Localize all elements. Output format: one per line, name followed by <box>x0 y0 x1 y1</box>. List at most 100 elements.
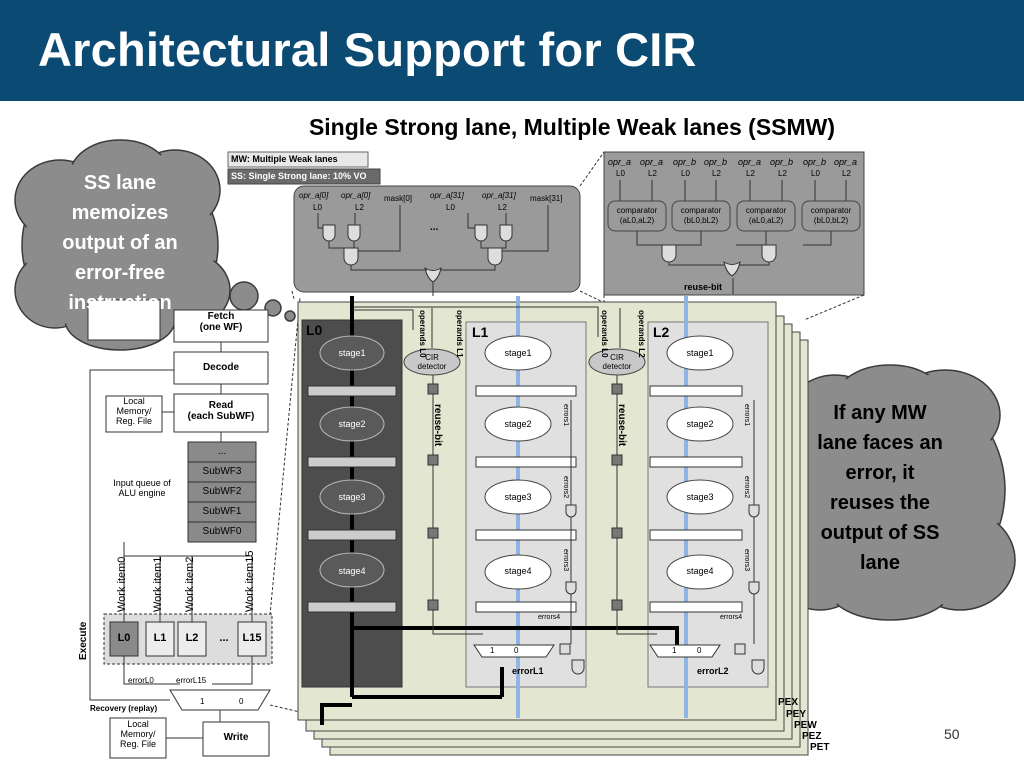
comparator-args-2: (aL0,aL2) <box>748 216 784 225</box>
legend-mw: MW: Multiple Weak lanes <box>231 154 338 164</box>
cmp-input-5: opr_b <box>770 157 794 167</box>
cmp-input-4: opr_a <box>738 157 762 167</box>
cmp-input-1: opr_a <box>640 157 664 167</box>
work-item-1: Work item1 <box>152 556 164 612</box>
comparator-1: comparator <box>680 206 722 215</box>
comparator-args-0: (aL0,aL2) <box>619 216 655 225</box>
error-l1-label: errorL1 <box>512 666 544 676</box>
pe-label-3: PEZ <box>802 731 822 742</box>
execute-label: Execute <box>78 621 89 660</box>
local-memory-top: Local Memory/ Reg. File <box>115 396 152 426</box>
ss-stage-clouds <box>319 335 385 588</box>
stage-0-2: stage3 <box>338 492 366 502</box>
fetch-label: Fetch (one WF) <box>199 311 243 333</box>
cmp-input-0: opr_a <box>608 157 632 167</box>
cmp-lane-3: L2 <box>712 169 721 178</box>
mask-ellipsis: ... <box>430 222 439 233</box>
cmp-input-6: opr_b <box>803 157 827 167</box>
mask-lane-0: L0 <box>313 203 322 212</box>
recovery-mux-0: 0 <box>239 697 244 706</box>
operands-3: operands L2 <box>637 310 646 358</box>
cmp-lane-2: L0 <box>681 169 690 178</box>
work-item-0: Work item0 <box>116 556 128 612</box>
slide-title: Architectural Support for CIR <box>38 23 697 76</box>
stage-2-3: stage4 <box>686 566 714 576</box>
mask-opr-a31-l2: opr_a[31] <box>482 191 516 200</box>
read-stage: Read (each SubWF) <box>187 400 255 422</box>
error-l2-label: errorL2 <box>697 666 729 676</box>
error-l2-s3: errors4 <box>720 614 743 621</box>
mask-lane-2: L0 <box>446 203 455 212</box>
error-l2-s1: errors2 <box>743 476 750 499</box>
subwf-0: ... <box>217 446 227 457</box>
left-callout: SS lane memoizes output of an error-free… <box>62 172 178 314</box>
decode-stage: Decode <box>202 362 240 373</box>
pe-label-4: PET <box>810 742 830 753</box>
work-item-3: Work item15 <box>244 550 256 612</box>
pe-label-2: PEW <box>794 720 817 731</box>
stage-2-1: stage2 <box>686 419 714 429</box>
comparator-0: comparator <box>616 206 658 215</box>
cmp-input-3: opr_b <box>704 157 728 167</box>
cmp-lane-4: L2 <box>746 169 755 178</box>
pe-lane-l0: L0 <box>306 322 323 338</box>
pe-label-0: PEX <box>778 697 799 708</box>
cmp-input-2: opr_b <box>673 157 697 167</box>
stage-2-2: stage3 <box>686 492 714 502</box>
stage-2-0: stage1 <box>686 348 714 358</box>
mask-opr-a31-l0: opr_a[31] <box>430 191 464 200</box>
mask-0: mask[0] <box>384 194 413 203</box>
cmp-lane-6: L0 <box>811 169 820 178</box>
reuse-bit-l2: reuse-bit <box>616 404 627 447</box>
input-queue-label: Input queue of ALU engine <box>113 478 171 498</box>
recovery-label: Recovery (replay) <box>90 704 158 713</box>
comparator-panel <box>579 151 865 321</box>
mux-l2-0: 0 <box>697 646 702 655</box>
write-stage: Write <box>223 732 249 743</box>
exec-lane-4: L15 <box>242 632 262 644</box>
error-l1-s3: errors4 <box>538 614 561 621</box>
slide-number: 50 <box>944 726 960 742</box>
mask-panel <box>291 185 641 321</box>
right-callout: If any MW lane faces an error, it reuses… <box>817 402 943 574</box>
pe-label-1: PEY <box>786 709 807 720</box>
cir-detector-l1: CIR detector <box>417 353 447 371</box>
mux-l1-0: 0 <box>514 646 519 655</box>
cir-detector-l2: CIR detector <box>602 353 632 371</box>
exec-lane-2: L2 <box>185 632 199 644</box>
stage-1-2: stage3 <box>504 492 532 502</box>
mux-l1-1: 1 <box>490 646 495 655</box>
stage-0-0: stage1 <box>338 348 366 358</box>
pe-lane-l2: L2 <box>653 324 670 340</box>
operands-2: operands L0 <box>600 310 609 358</box>
mask-lane-1: L2 <box>355 203 364 212</box>
reuse-bit-l1: reuse-bit <box>432 404 443 447</box>
recovery-mux-1: 1 <box>200 697 205 706</box>
stage-0-3: stage4 <box>338 566 366 576</box>
stage-1-1: stage2 <box>504 419 532 429</box>
operands-0: operands L0 <box>418 310 427 358</box>
exec-lane-1: L1 <box>153 632 167 644</box>
error-l0-label: errorL0 <box>128 676 154 685</box>
comparator-args-1: (bL0,bL2) <box>683 216 719 225</box>
exec-lane-3: ... <box>219 632 229 644</box>
reuse-bit-output: reuse-bit <box>684 282 723 292</box>
mask-opr-a0-l2: opr_a[0] <box>341 191 371 200</box>
mask-lane-3: L2 <box>498 203 507 212</box>
subwf-4: SubWF0 <box>202 526 242 537</box>
cmp-lane-7: L2 <box>842 169 851 178</box>
title-bar: Architectural Support for CIR <box>0 0 1024 101</box>
cmp-input-7: opr_a <box>834 157 858 167</box>
mux-l2-1: 1 <box>672 646 677 655</box>
cmp-lane-5: L2 <box>778 169 787 178</box>
stage-1-0: stage1 <box>504 348 532 358</box>
stage-0-1: stage2 <box>338 419 366 429</box>
operands-1: operands L1 <box>455 310 464 358</box>
local-memory-bottom: Local Memory/ Reg. File <box>119 719 156 749</box>
cmp-lane-0: L0 <box>616 169 625 178</box>
cmp-lane-1: L2 <box>648 169 657 178</box>
error-l1-s0: errors1 <box>562 404 569 427</box>
work-item-2: Work item2 <box>184 556 196 612</box>
error-l15-label: errorL15 <box>176 676 207 685</box>
